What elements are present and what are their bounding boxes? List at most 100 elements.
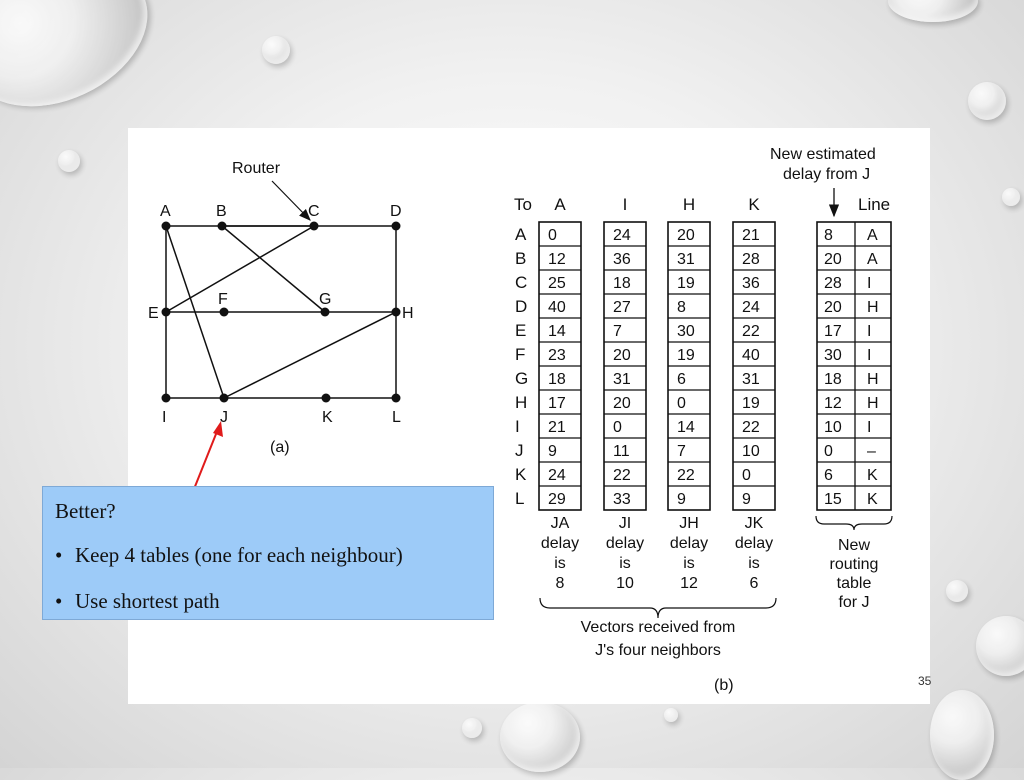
node-label-D: D — [390, 203, 402, 220]
vector-cell: 31 — [742, 371, 760, 388]
vector-cell: 11 — [613, 443, 630, 460]
destination-label: D — [515, 297, 527, 316]
vector-cell: 24 — [613, 227, 631, 244]
vector-cell: 14 — [548, 323, 566, 340]
destination-label: A — [515, 225, 527, 244]
node-label-B: B — [216, 203, 227, 220]
vector-cell: 24 — [548, 467, 566, 484]
edge-C-E — [165, 225, 315, 313]
vector-cell: 30 — [677, 323, 695, 340]
vector-cell: 36 — [742, 275, 760, 292]
water-drop — [262, 36, 290, 64]
vector-caption: delay — [670, 535, 708, 552]
vector-cell: 9 — [677, 491, 686, 508]
water-drop — [930, 690, 994, 780]
node-label-A: A — [160, 203, 171, 220]
callout-title: Better? — [55, 499, 116, 523]
bullet-icon: • — [55, 589, 63, 613]
vector-caption: 10 — [616, 575, 634, 592]
node-label-K: K — [322, 409, 333, 426]
water-drop — [664, 708, 678, 722]
destination-label: H — [515, 393, 527, 412]
new-line-cell: K — [867, 467, 878, 484]
vector-cell: 21 — [742, 227, 760, 244]
vector-cell: 19 — [677, 347, 695, 364]
node-label-F: F — [218, 291, 228, 308]
new-delay-cell: 8 — [824, 227, 833, 244]
vector-caption: delay — [735, 535, 773, 552]
vector-caption: JK — [745, 515, 764, 532]
node-label-E: E — [148, 305, 159, 322]
vector-cell: 9 — [742, 491, 751, 508]
new-delay-cell: 6 — [824, 467, 833, 484]
destination-label: K — [515, 465, 527, 484]
edge-H-J — [223, 311, 397, 399]
vector-caption: is — [683, 555, 695, 572]
node-D — [391, 221, 401, 231]
bullet-icon: • — [55, 543, 63, 567]
node-label-J: J — [220, 409, 228, 426]
new-delay-cell: 28 — [824, 275, 842, 292]
vector-cell: 40 — [548, 299, 566, 316]
new-table-caption: table — [837, 575, 872, 592]
neighbor-header-I: I — [623, 195, 628, 214]
destination-label: G — [515, 369, 528, 388]
vector-cell: 22 — [742, 323, 760, 340]
callout-bullet-2: •Use shortest path — [55, 589, 220, 614]
neighbor-header-K: K — [748, 195, 760, 214]
new-delay-cell: 20 — [824, 299, 842, 316]
new-line-cell: H — [867, 395, 879, 412]
new-estimate-header-line1: New estimated — [770, 146, 876, 163]
vector-caption: 8 — [556, 575, 565, 592]
node-I — [161, 393, 171, 403]
vector-cell: 33 — [613, 491, 631, 508]
vector-cell: 20 — [613, 395, 631, 412]
water-drop — [0, 0, 171, 135]
slide-number: 35 — [918, 674, 932, 688]
node-label-I: I — [162, 409, 166, 426]
node-label-C: C — [308, 203, 320, 220]
node-label-H: H — [402, 305, 414, 322]
vector-cell: 23 — [548, 347, 566, 364]
pointer-arrow-to-j — [193, 421, 223, 490]
vector-cell: 6 — [677, 371, 686, 388]
destination-label: B — [515, 249, 526, 268]
callout-bullet-text: Keep 4 tables (one for each neighbour) — [75, 543, 403, 567]
new-line-cell: I — [867, 347, 871, 364]
new-table-caption: New — [838, 537, 870, 554]
vector-caption: delay — [606, 535, 644, 552]
vector-cell: 0 — [677, 395, 686, 412]
node-H — [391, 307, 401, 317]
vector-caption: is — [748, 555, 760, 572]
node-A — [161, 221, 171, 231]
vector-cell: 29 — [548, 491, 566, 508]
water-drop — [968, 82, 1006, 120]
new-delay-cell: 15 — [824, 491, 842, 508]
new-line-cell: I — [867, 323, 871, 340]
vector-caption: 12 — [680, 575, 698, 592]
router-label: Router — [232, 160, 281, 177]
vector-cell: 0 — [548, 227, 557, 244]
vector-cell: 17 — [548, 395, 566, 412]
vector-cell: 19 — [677, 275, 695, 292]
node-K — [321, 393, 331, 403]
neighbor-header-H: H — [683, 195, 695, 214]
vector-cell: 31 — [677, 251, 695, 268]
vector-cell: 31 — [613, 371, 631, 388]
vector-cell: 25 — [548, 275, 566, 292]
new-delay-cell: 30 — [824, 347, 842, 364]
node-G — [320, 307, 330, 317]
node-E — [161, 307, 171, 317]
new-line-cell: K — [867, 491, 878, 508]
vector-cell: 22 — [742, 419, 760, 436]
new-table-caption: routing — [830, 556, 879, 573]
vector-cell: 12 — [548, 251, 566, 268]
node-C — [309, 221, 319, 231]
node-label-G: G — [319, 291, 331, 308]
vector-cell: 36 — [613, 251, 631, 268]
new-line-cell: A — [867, 227, 878, 244]
destination-label: C — [515, 273, 527, 292]
new-line-cell: H — [867, 371, 879, 388]
water-drop — [888, 0, 978, 22]
